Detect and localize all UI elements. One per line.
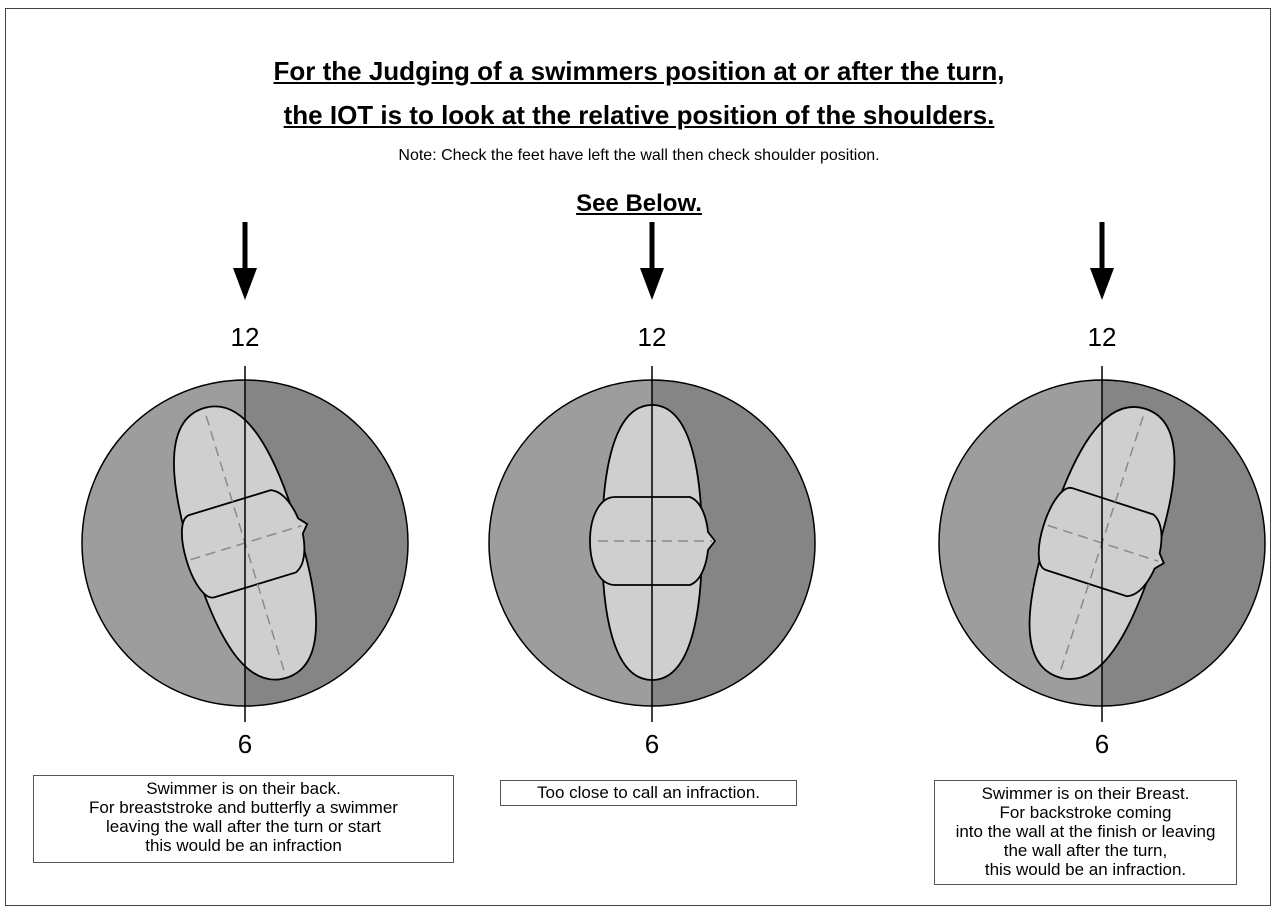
down-arrow-icon xyxy=(640,222,664,300)
clock-label-12: 12 xyxy=(1088,322,1117,352)
clock-label-12: 12 xyxy=(231,322,260,352)
diagram-back: 12 6 xyxy=(82,222,408,759)
caption-breast: Swimmer is on their Breast. For backstro… xyxy=(934,780,1237,885)
clock-label-6: 6 xyxy=(238,729,252,759)
clock-label-12: 12 xyxy=(638,322,667,352)
diagram-breast: 12 6 xyxy=(939,222,1265,759)
caption-back: Swimmer is on their back. For breaststro… xyxy=(33,775,454,863)
diagram-level: 12 6 xyxy=(489,222,815,759)
down-arrow-icon xyxy=(1090,222,1114,300)
clock-label-6: 6 xyxy=(1095,729,1109,759)
clock-label-6: 6 xyxy=(645,729,659,759)
down-arrow-icon xyxy=(233,222,257,300)
caption-level: Too close to call an infraction. xyxy=(500,780,797,806)
